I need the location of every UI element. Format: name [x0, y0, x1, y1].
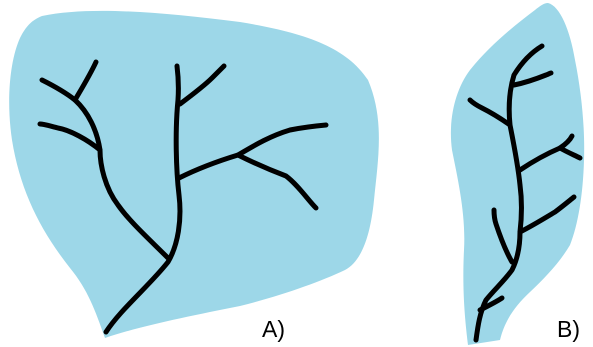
river-network-a [37, 59, 329, 335]
basin-a-shape [9, 10, 379, 339]
river-a-left-lower [37, 121, 103, 153]
river-b-right-middle-fork [557, 145, 583, 161]
river-b-right-top [511, 70, 554, 88]
basin-a-label: A) [262, 316, 285, 342]
river-b-left-upper [467, 97, 513, 128]
river-a-left-upper [72, 59, 99, 103]
river-a-main [103, 63, 183, 335]
river-a-mid-branch [177, 63, 227, 107]
basin-b-label: B) [557, 316, 580, 342]
basin-a [9, 10, 379, 339]
river-b-right-lower [517, 194, 577, 235]
river-a-right-lower [235, 152, 319, 211]
river-network-b [467, 43, 583, 343]
river-b-bottom-spur [477, 295, 505, 313]
river-a-right-trunk [176, 122, 329, 181]
river-b-main [473, 43, 545, 343]
river-b-left-lower [491, 207, 515, 265]
basin-b [450, 3, 585, 345]
